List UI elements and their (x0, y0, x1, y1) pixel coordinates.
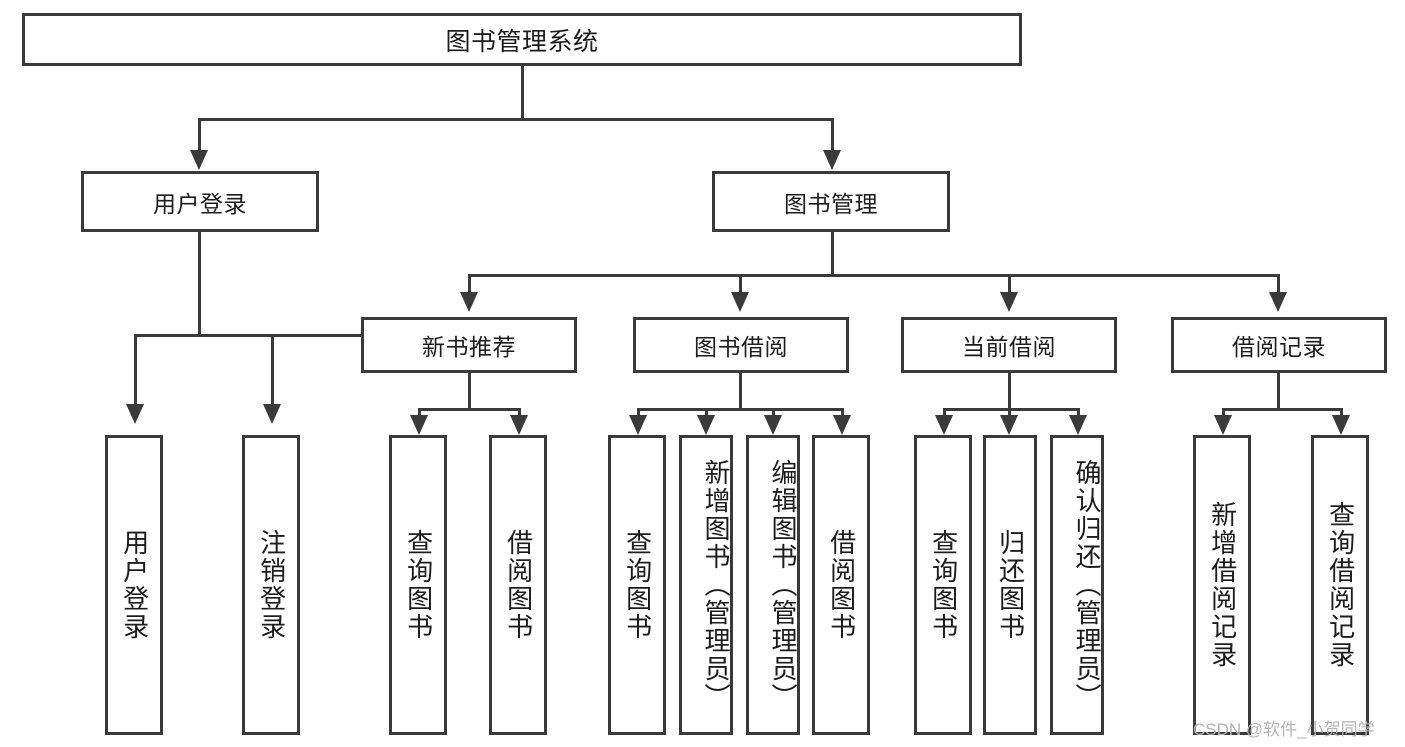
arrow-to-leaf-query-record (1332, 415, 1350, 435)
leaf-confirm-return[interactable]: 确认归还（管理员） (1050, 435, 1104, 735)
connector-current-borrow-drop-3 (1077, 408, 1080, 418)
node-root-system[interactable]: 图书管理系统 (22, 13, 1022, 66)
arrow-to-leaf-query-book-3 (935, 415, 953, 435)
arrow-to-borrow-record (1269, 292, 1287, 312)
node-book-borrow[interactable]: 图书借阅 (633, 317, 849, 373)
connector-new-book-rec-drop-1 (418, 408, 421, 418)
connector-book-borrow-stem (739, 373, 742, 408)
connector-book-manage-drop-1 (468, 274, 471, 294)
connector-new-book-rec-drop-2 (518, 408, 521, 418)
connector-book-borrow-drop-4 (841, 408, 844, 418)
leaf-query-record[interactable]: 查询借阅记录 (1311, 435, 1369, 735)
arrow-to-user-login (190, 150, 208, 170)
connector-current-borrow-bus (943, 408, 1080, 411)
connector-borrow-record-drop-2 (1340, 408, 1343, 418)
connector-user-login-stem (198, 232, 201, 334)
connector-new-book-rec-stem (468, 373, 471, 408)
arrow-to-leaf-borrow-book-2 (833, 415, 851, 435)
connector-book-manage-drop-2 (739, 274, 742, 294)
connector-root-right-drop (831, 118, 834, 152)
leaf-add-book[interactable]: 新增图书（管理员） (679, 435, 733, 735)
arrow-to-leaf-return-book (1000, 415, 1018, 435)
leaf-edit-book[interactable]: 编辑图书（管理员） (746, 435, 800, 735)
arrow-to-book-borrow (731, 292, 749, 312)
connector-root-left-drop (198, 118, 201, 152)
arrow-to-book-manage (823, 150, 841, 170)
leaf-query-book-2[interactable]: 查询图书 (608, 435, 666, 735)
connector-book-manage-bus (468, 274, 1280, 277)
arrow-to-leaf-add-book (697, 415, 715, 435)
arrow-to-leaf-user-login (126, 404, 144, 424)
connector-book-manage-drop-3 (1008, 274, 1011, 294)
connector-book-borrow-bus (637, 408, 844, 411)
connector-user-login-bus (134, 334, 404, 337)
connector-new-book-rec-bus (418, 408, 521, 411)
node-user-login[interactable]: 用户登录 (81, 171, 319, 232)
arrow-to-leaf-add-record (1214, 415, 1232, 435)
connector-user-login-drop-2 (271, 334, 274, 406)
connector-book-manage-drop-4 (1277, 274, 1280, 294)
connector-user-login-drop-1 (134, 334, 137, 406)
csdn-watermark: CSDN @软件_小贺同学 (1193, 720, 1375, 739)
connector-book-borrow-drop-3 (772, 408, 775, 418)
leaf-borrow-book-1[interactable]: 借阅图书 (489, 435, 547, 735)
connector-borrow-record-bus (1222, 408, 1343, 411)
node-new-book-rec[interactable]: 新书推荐 (361, 317, 577, 373)
leaf-query-book-1[interactable]: 查询图书 (389, 435, 447, 735)
connector-current-borrow-drop-2 (1008, 408, 1011, 418)
arrow-to-leaf-query-book-2 (629, 415, 647, 435)
leaf-borrow-book-2[interactable]: 借阅图书 (812, 435, 870, 735)
arrow-to-leaf-query-book-1 (410, 415, 428, 435)
connector-root-bus (198, 118, 834, 121)
connector-book-borrow-drop-2 (705, 408, 708, 418)
connector-book-borrow-drop-1 (637, 408, 640, 418)
leaf-add-record[interactable]: 新增借阅记录 (1193, 435, 1251, 735)
leaf-query-book-3[interactable]: 查询图书 (914, 435, 972, 735)
arrow-to-leaf-edit-book (764, 415, 782, 435)
connector-book-manage-stem (831, 232, 834, 274)
connector-current-borrow-drop-1 (943, 408, 946, 418)
node-borrow-record[interactable]: 借阅记录 (1171, 317, 1387, 373)
arrow-to-leaf-confirm-return (1069, 415, 1087, 435)
connector-root-stem (521, 66, 524, 118)
leaf-user-login[interactable]: 用户登录 (105, 435, 163, 735)
arrow-to-new-book-rec (460, 292, 478, 312)
arrow-to-current-borrow (1000, 292, 1018, 312)
arrow-to-leaf-logout (263, 404, 281, 424)
leaf-logout[interactable]: 注销登录 (242, 435, 300, 735)
arrow-to-leaf-borrow-book-1 (510, 415, 528, 435)
node-book-manage[interactable]: 图书管理 (712, 171, 950, 232)
connector-current-borrow-stem (1008, 373, 1011, 408)
connector-borrow-record-drop-1 (1222, 408, 1225, 418)
node-current-borrow[interactable]: 当前借阅 (901, 317, 1117, 373)
leaf-return-book[interactable]: 归还图书 (983, 435, 1037, 735)
connector-borrow-record-stem (1277, 373, 1280, 408)
